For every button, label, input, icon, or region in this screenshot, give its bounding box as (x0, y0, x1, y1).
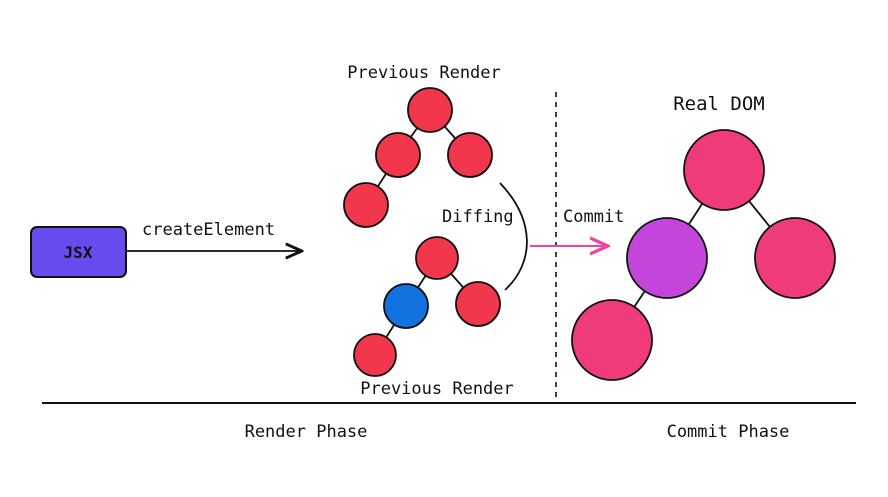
diffing-label: Diffing (442, 207, 514, 227)
tree-node (343, 182, 389, 228)
new-render-tree (353, 236, 501, 377)
render-phase-label: Render Phase (245, 422, 368, 442)
tree-node (447, 132, 493, 178)
tree-node (375, 132, 421, 178)
tree-node-changed (383, 283, 429, 329)
dom-node (571, 299, 653, 381)
commit-phase-label: Commit Phase (667, 422, 790, 442)
dom-node-changed (626, 217, 708, 299)
tree-node (353, 333, 397, 377)
commit-label: Commit (563, 207, 624, 227)
previous-render-top-label: Previous Render (347, 63, 501, 83)
jsx-label: JSX (64, 243, 93, 262)
real-dom-tree (571, 129, 836, 381)
diffing-bracket (499, 182, 528, 291)
real-dom-label: Real DOM (673, 93, 765, 115)
dom-node (754, 217, 836, 299)
tree-node (455, 281, 501, 327)
jsx-box (30, 226, 127, 278)
tree-node (407, 87, 453, 133)
create-element-label: createElement (142, 220, 275, 240)
tree-node (415, 236, 459, 280)
previous-render-bottom-label: Previous Render (360, 379, 514, 399)
previous-render-tree (343, 87, 493, 228)
dom-node (683, 129, 765, 211)
